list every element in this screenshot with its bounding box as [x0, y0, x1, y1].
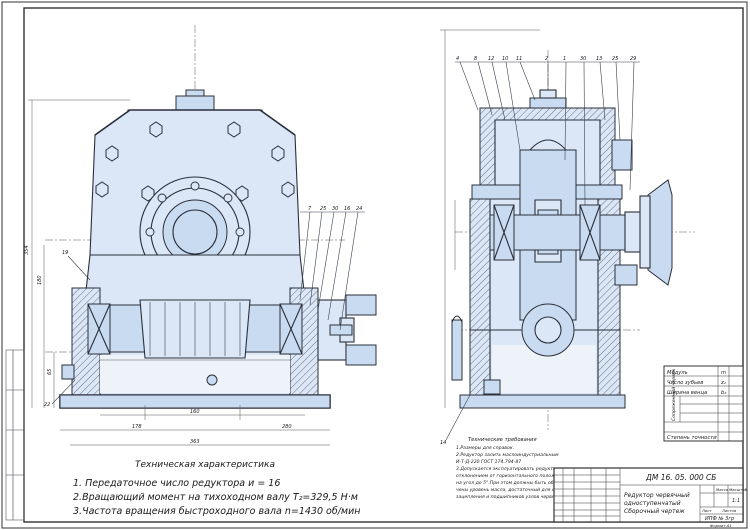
spec-row-2-label: Число зубьев: [667, 380, 703, 386]
characteristic-1: 1. Передаточное число редуктора и = 16: [73, 478, 280, 489]
dim-65: 65: [47, 369, 53, 375]
side-leader-5: 11: [516, 56, 522, 62]
spec-row-7-label: Степень точности: [667, 435, 717, 441]
side-leader-10: 25: [612, 56, 618, 62]
spec-row-3-label: Ширина венца: [667, 390, 707, 396]
title-block: ДМ 16. 05. 000 СБ Редуктор червячный одн…: [553, 467, 748, 528]
requirement-line-2: 2.Редуктор залить маслоиндустриальным: [456, 452, 559, 458]
characteristics-title: Техническая характеристика: [135, 460, 275, 470]
side-leader-9: 13: [596, 56, 602, 62]
front-leader-2: 25: [320, 206, 326, 212]
requirements-block: Технические требования 1.Размеры для спр…: [456, 437, 569, 500]
requirement-line-3: И-Т-Д-220 ГОСТ 174.794-87: [456, 459, 521, 465]
side-leaders: 4 8 12 10 11 2 1 30 13 25 29 14: [440, 29, 640, 446]
requirement-line-4: 3.Допускается эксплуатировать редуктор с: [456, 466, 563, 472]
left-margin-strip: [5, 349, 25, 521]
org-name: ИПФ № 3гр: [705, 516, 734, 522]
drawing-name-1: Редуктор червячный: [624, 492, 690, 499]
spec-row-1-label: Модуль: [667, 370, 688, 376]
side-leader-7: 1: [563, 56, 566, 62]
requirement-line-1: 1.Размеры для справок.: [456, 445, 514, 451]
sheet-label: Лист: [701, 508, 712, 513]
dim-180: 180: [37, 275, 43, 285]
spec-row-2-symbol: z₂: [720, 380, 726, 386]
side-leader-6: 2: [545, 56, 548, 62]
front-leaders: 7 25 30 16 24 19 22: [44, 206, 365, 408]
spec-row-3-symbol: b₂: [721, 390, 726, 396]
dim-178: 178: [132, 424, 142, 430]
spec-table: Модуль m Число зубьев z₂ Ширина венца b₂…: [663, 365, 744, 442]
side-leader-1: 4: [456, 56, 459, 62]
requirement-line-5: отклонением от горизонтального положения: [456, 474, 567, 479]
front-leader-4: 16: [344, 206, 350, 212]
requirement-line-7: чены уровень масла, достаточный для смаз…: [456, 487, 569, 493]
side-leader-bottom: 14: [440, 440, 446, 446]
dim-160: 160: [190, 409, 200, 415]
front-leader-5: 24: [356, 206, 362, 212]
dim-363: 363: [190, 439, 200, 445]
side-leader-2: 8: [474, 56, 477, 62]
front-leader-left: 19: [62, 250, 68, 256]
spec-side-label: Сопряженный червяк: [671, 368, 677, 421]
side-leader-4: 10: [502, 56, 508, 62]
side-view: [451, 50, 695, 430]
requirement-line-6: на угол до 5°.При этом должны быть обесп…: [456, 480, 567, 486]
inner-frame: [23, 7, 744, 523]
requirements-title: Технические требования: [468, 437, 537, 443]
drawing-name-3: Сборочный чертеж: [624, 508, 685, 515]
side-leader-11: 29: [630, 56, 636, 62]
dim-354: 354: [24, 245, 30, 255]
sheets-label: Листов: [721, 508, 737, 513]
side-leader-3: 12: [488, 56, 494, 62]
doc-number: ДМ 16. 05. 000 СБ: [645, 473, 716, 482]
dim-280: 280: [282, 424, 292, 430]
characteristic-2: 2.Вращающий момент на тихоходном валу Т₂…: [73, 492, 358, 503]
drawing-name-2: одноступенчатый: [624, 500, 681, 507]
characteristics-block: Техническая характеристика 1. Передаточн…: [73, 460, 360, 517]
front-leader-1: 7: [308, 206, 312, 212]
mass-label: Масса: [716, 487, 729, 492]
characteristic-3: 3.Частота вращения быстроходного вала n=…: [73, 506, 360, 517]
scale-value: 1:1: [732, 498, 740, 504]
front-leader-bottom: 22: [44, 402, 50, 408]
scale-label: Масштаб: [729, 487, 748, 492]
front-dimensions: 354 180 65 160 280 363 178: [24, 99, 330, 446]
format-label: Формат А1: [710, 523, 732, 528]
requirement-line-8: зацепления и подшипников узлов червяка: [456, 495, 560, 500]
spec-row-1-symbol: m: [721, 370, 726, 376]
front-leader-3: 30: [332, 206, 338, 212]
side-leader-8: 30: [580, 56, 586, 62]
front-view: [45, 25, 377, 409]
